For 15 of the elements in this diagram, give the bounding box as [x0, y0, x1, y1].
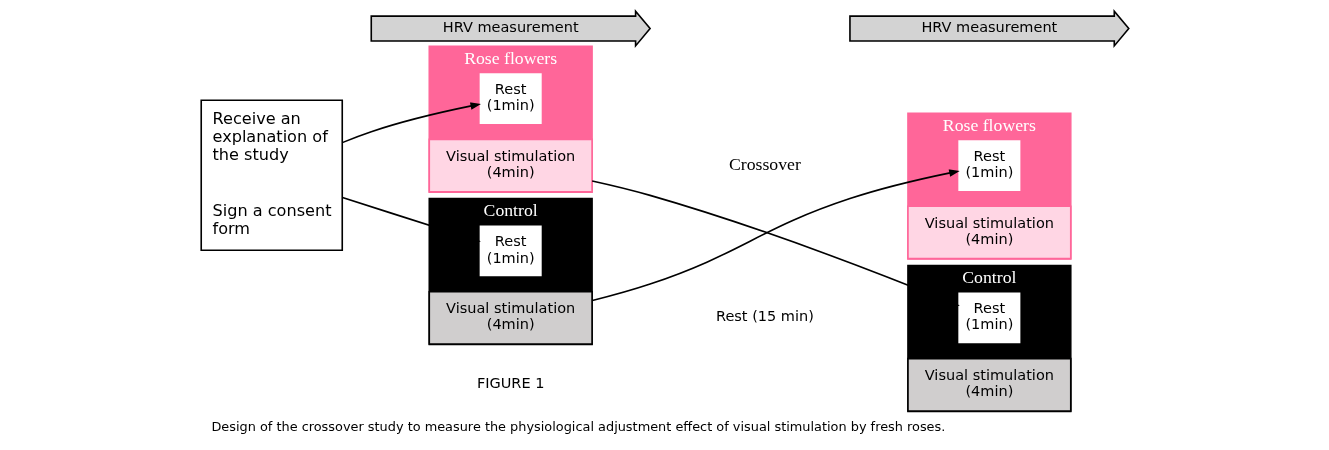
arrow: [341, 102, 481, 144]
node-box: Rest (1min): [477, 224, 543, 278]
node-box: Visual stimulation (4min): [427, 138, 593, 193]
node-box: Visual stimulation (4min): [906, 205, 1072, 260]
node-box: Rest (1min): [956, 138, 1022, 193]
node-box: Rest (1min): [477, 71, 543, 126]
label: FIGURE 1: [476, 375, 544, 392]
label: Crossover: [728, 154, 801, 175]
caption: Design of the crossover study to measure the physiological adjustment effect of visual stimulation by fresh roses.: [210, 419, 945, 435]
node-box: Rest (1min): [956, 290, 1022, 345]
arrow: [341, 196, 481, 243]
node-box: Receive an explanation of the study Sign a consent form: [199, 99, 343, 251]
node-box: Visual stimulation (4min): [906, 357, 1072, 412]
label: Rest (15 min): [715, 308, 814, 325]
node-box: Visual stimulation (4min): [427, 290, 593, 345]
